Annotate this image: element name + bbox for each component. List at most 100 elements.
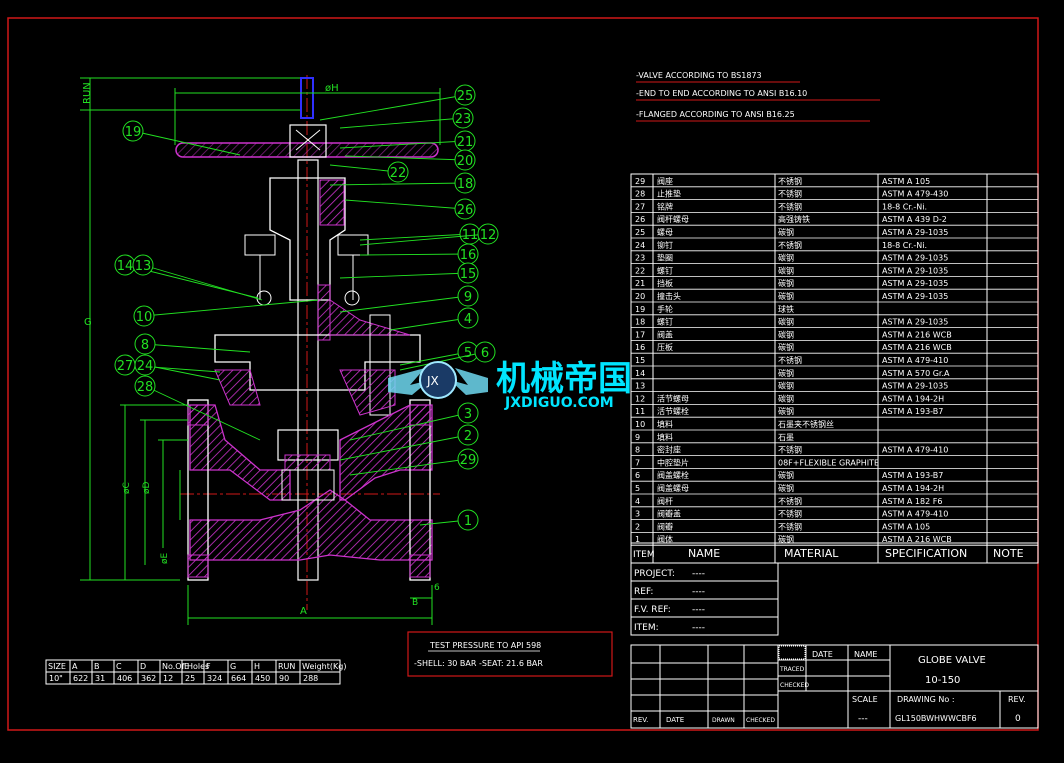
- parts-material: 不锈钢: [778, 496, 802, 506]
- tb-date: DATE: [812, 650, 833, 659]
- size-table-cell: 10": [49, 674, 63, 683]
- parts-item: 7: [635, 458, 640, 467]
- parts-item: 3: [635, 510, 640, 519]
- parts-name: 阀瓣: [657, 521, 673, 531]
- balloon: 23: [339, 107, 474, 129]
- dim-d: øD: [142, 481, 152, 494]
- tb-traced: TRACED: [779, 666, 805, 673]
- size-table-header: No.Of Holes: [162, 662, 209, 671]
- parts-name: 阀杆螺母: [657, 214, 689, 224]
- header-name: NAME: [688, 547, 720, 560]
- parts-spec: ASTM A 29-1035: [882, 382, 948, 391]
- size-table-cell: 450: [255, 674, 270, 683]
- dimension-lines: [80, 77, 441, 625]
- parts-item: 17: [635, 330, 645, 339]
- header-spec: SPECIFICATION: [885, 547, 967, 560]
- dimension-labels: RUN G øH A øC øD øE B 6: [82, 82, 440, 617]
- parts-item: 1: [635, 535, 640, 544]
- parts-material: 碳钢: [778, 368, 794, 378]
- parts-item: 4: [635, 497, 640, 506]
- balloon-label: 8: [141, 338, 149, 353]
- tb-rev-label: REV.: [1008, 695, 1026, 704]
- balloon: 19: [122, 120, 241, 156]
- parts-material: 碳钢: [778, 278, 794, 288]
- size-table-cell: 12: [163, 674, 173, 683]
- balloon: 15: [339, 262, 479, 284]
- parts-material: 球铁: [778, 304, 794, 314]
- test-pressure-title: TEST PRESSURE TO API 598: [429, 641, 541, 650]
- parts-name: 垫圈: [657, 253, 673, 263]
- parts-item: 26: [635, 215, 645, 224]
- tb-title: GLOBE VALVE: [918, 655, 986, 666]
- balloon: 13: [132, 254, 263, 301]
- parts-item: 6: [635, 471, 640, 480]
- dim-e: øE: [160, 552, 170, 564]
- parts-name: 撞击头: [657, 291, 681, 301]
- balloon: 3: [349, 402, 479, 441]
- parts-name: 螺钉: [657, 317, 673, 327]
- parts-spec: 18-8 Cr.-Ni.: [882, 241, 927, 250]
- parts-item: 2: [635, 522, 640, 531]
- parts-name: 活节螺栓: [657, 406, 689, 416]
- balloon: 20: [344, 149, 476, 171]
- ref-project-value: ----: [692, 569, 705, 579]
- parts-material: 不锈钢: [778, 445, 802, 455]
- parts-item: 5: [635, 484, 640, 493]
- parts-spec: ASTM A 479-430: [882, 190, 948, 199]
- parts-name: 阀盖螺母: [657, 483, 689, 493]
- parts-spec: ASTM A 29-1035: [882, 318, 948, 327]
- size-table-header: B: [94, 662, 100, 671]
- parts-spec: ASTM A 216 WCB: [882, 330, 952, 339]
- parts-name: 止推垫: [657, 189, 681, 199]
- parts-item: 16: [635, 343, 645, 352]
- parts-spec: ASTM A 29-1035: [882, 292, 948, 301]
- parts-name: 阀盖: [657, 329, 673, 339]
- ref-item-label: ITEM:: [634, 623, 659, 633]
- dim-c: øC: [122, 482, 132, 494]
- parts-name: 阀体: [657, 534, 673, 544]
- header-item: ITEM: [633, 550, 655, 560]
- parts-item: 15: [635, 356, 645, 365]
- parts-item: 13: [635, 382, 645, 391]
- parts-name: 活节螺母: [657, 393, 689, 403]
- balloon-label: 12: [480, 228, 497, 243]
- balloon-label: 14: [117, 259, 134, 274]
- parts-name: 填料: [657, 419, 673, 429]
- parts-material: 不锈钢: [778, 201, 802, 211]
- parts-name: 填料: [657, 432, 673, 442]
- balloon-label: 5: [464, 346, 472, 361]
- parts-name: 手轮: [657, 304, 673, 314]
- size-table-header: D: [140, 662, 146, 671]
- balloon-label: 23: [455, 112, 472, 127]
- reference-block: PROJECT: ---- REF: ---- F.V. REF: ---- I…: [630, 562, 779, 636]
- parts-spec: ASTM A 570 Gr.A: [882, 369, 950, 378]
- parts-material: 碳钢: [778, 381, 794, 391]
- watermark-logo: JX 机械帝国 JXDIGUO.COM: [388, 359, 632, 411]
- header-note: NOTE: [993, 547, 1024, 560]
- balloon: 16: [359, 243, 479, 265]
- header-material: MATERIAL: [784, 547, 839, 560]
- parts-name: 铭牌: [657, 201, 673, 211]
- balloon: 6: [399, 341, 496, 371]
- parts-material: 高强铸铁: [778, 214, 810, 224]
- balloon: 8: [134, 333, 251, 355]
- balloon: 4: [389, 307, 479, 331]
- ref-item-value: ----: [692, 623, 705, 633]
- size-table-cell: 362: [141, 674, 156, 683]
- balloon-label: 6: [481, 346, 489, 361]
- tb-name: NAME: [854, 650, 877, 659]
- test-pressure-box: TEST PRESSURE TO API 598 -SHELL: 30 BAR …: [407, 631, 613, 677]
